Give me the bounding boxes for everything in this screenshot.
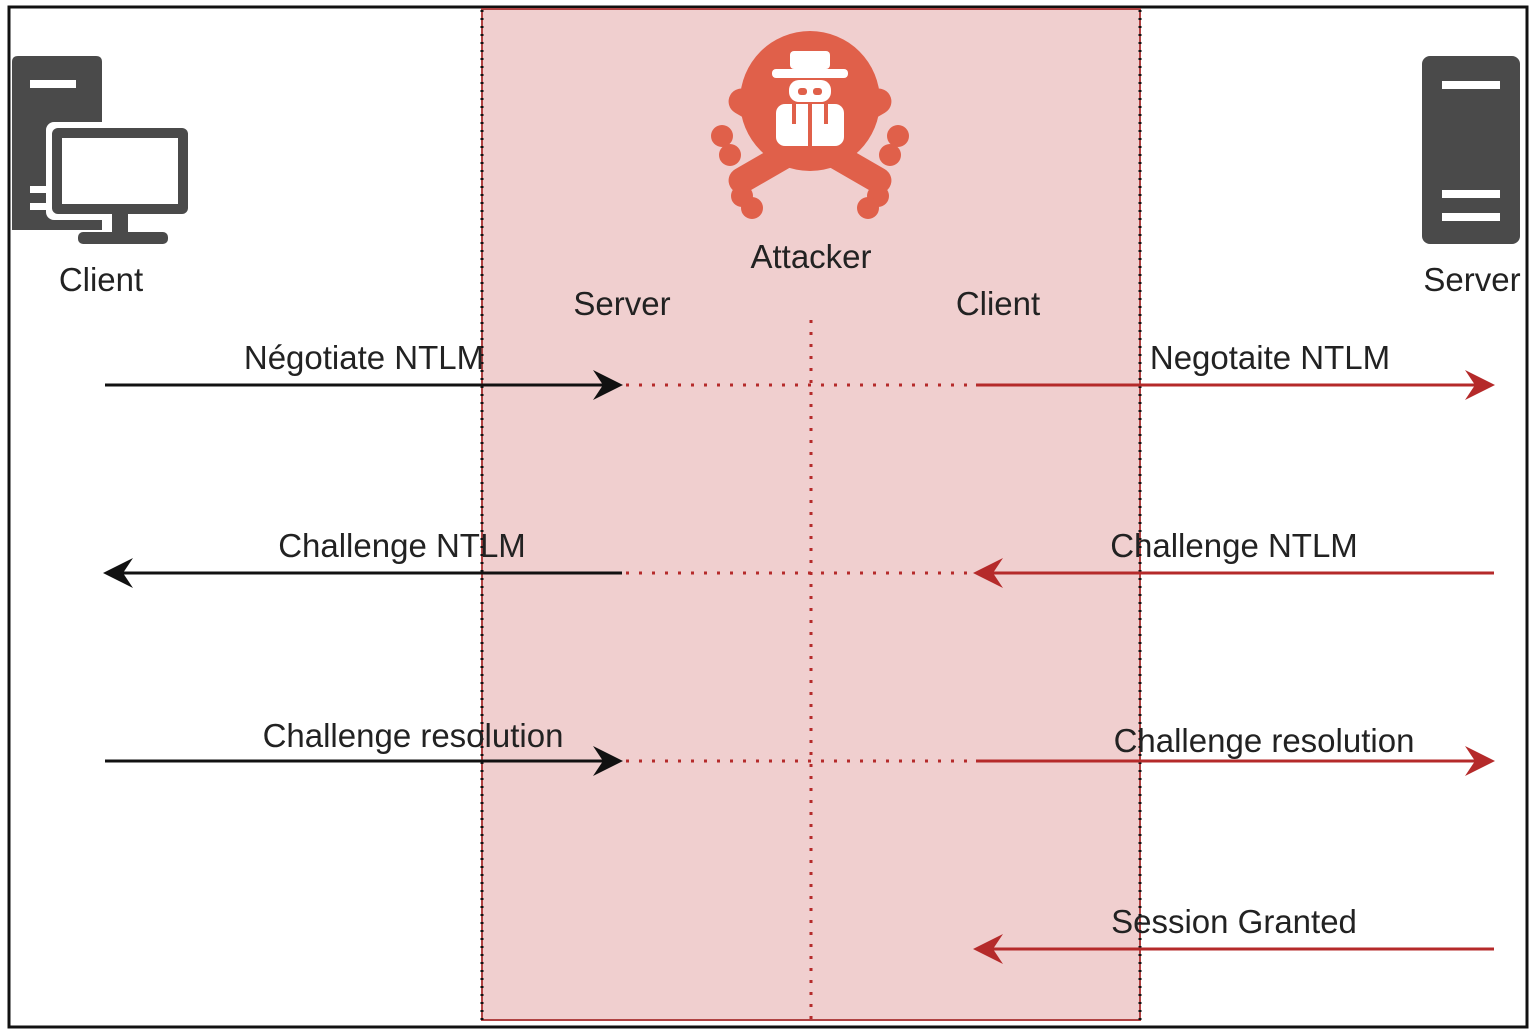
resolution-right-label: Challenge resolution — [1114, 722, 1415, 759]
server-tower-icon — [1422, 56, 1520, 244]
message-negotiate: Négotiate NTLM Negotaite NTLM — [105, 339, 1495, 400]
message-challenge: Challenge NTLM Challenge NTLM — [103, 527, 1494, 588]
negotiate-left-label: Négotiate NTLM — [244, 339, 484, 376]
resolution-left-label: Challenge resolution — [263, 717, 564, 754]
challenge-left-label: Challenge NTLM — [278, 527, 526, 564]
challenge-right-label: Challenge NTLM — [1110, 527, 1358, 564]
negotiate-right-label: Negotaite NTLM — [1150, 339, 1390, 376]
message-session-granted: Session Granted — [973, 903, 1494, 964]
attacker-label: Attacker — [750, 238, 871, 275]
attacker-client-role-label: Client — [956, 285, 1040, 322]
spy-skull-crossbones-icon — [711, 31, 909, 219]
right-server-label: Server — [1423, 261, 1520, 298]
desktop-computer-icon — [12, 56, 194, 244]
session-granted-label: Session Granted — [1111, 903, 1357, 940]
attacker-server-role-label: Server — [573, 285, 670, 322]
message-challenge-resolution: Challenge resolution Challenge resolutio… — [105, 717, 1495, 776]
left-client-label: Client — [59, 261, 143, 298]
